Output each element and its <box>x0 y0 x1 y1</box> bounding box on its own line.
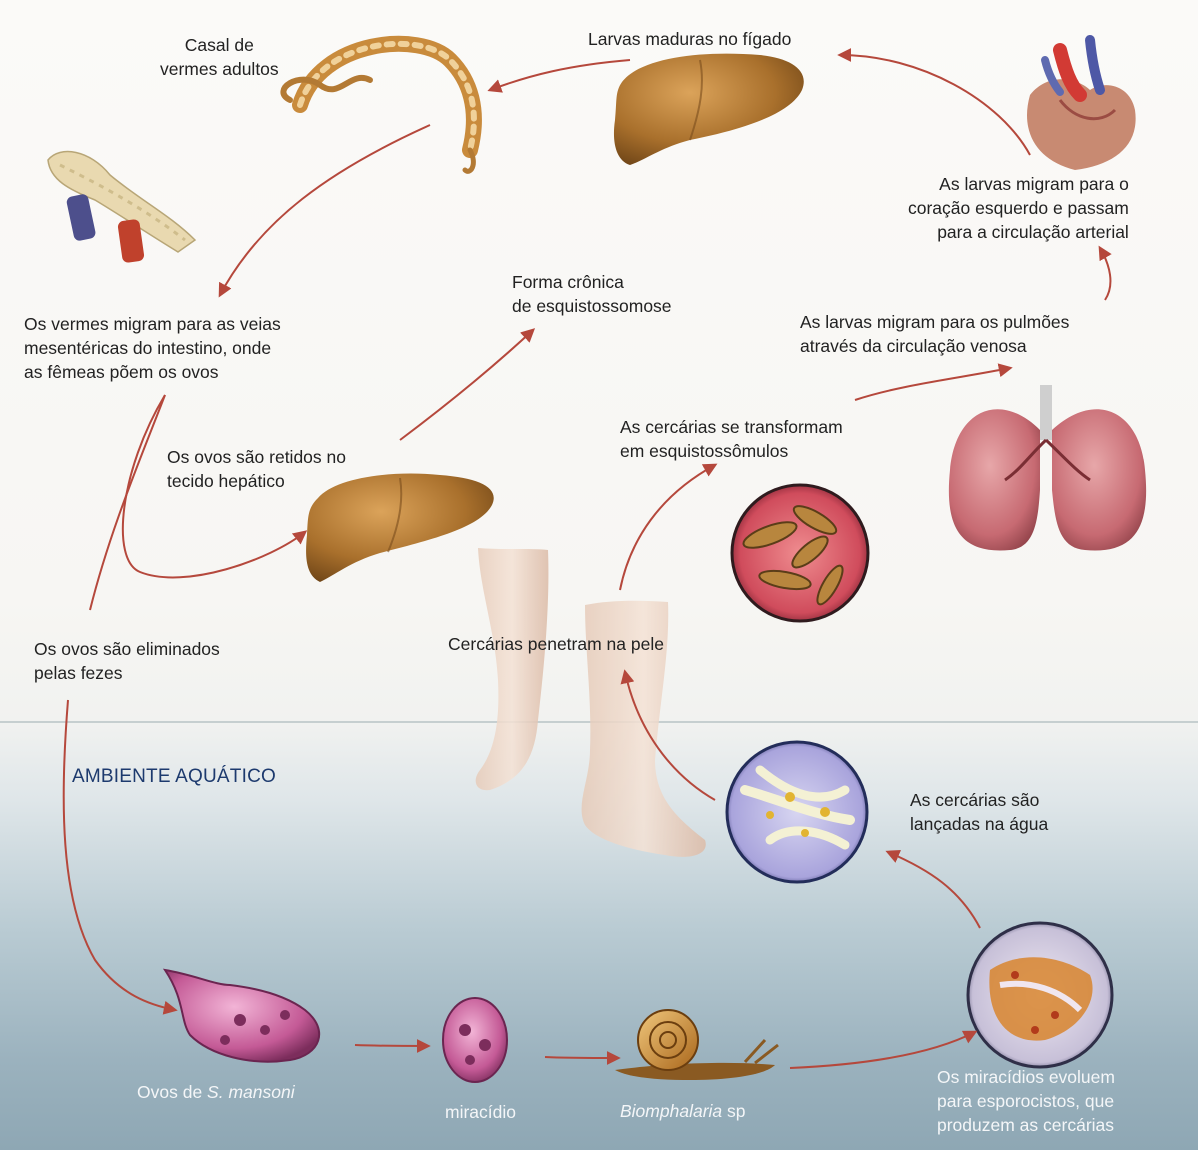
label-larvae-lungs-line1: As larvas migram para os pulmões <box>800 310 1069 334</box>
arrow-egg-to-miracidium <box>355 1045 428 1046</box>
label-larvae-lungs: As larvas migram para os pulmões através… <box>800 310 1069 358</box>
arrow-sporocyst-to-cercariae <box>888 852 980 928</box>
arrow-heart-to-liver <box>840 55 1030 155</box>
label-worms-migrate-line3: as fêmeas põem os ovos <box>24 360 281 384</box>
label-cercariae-transform-line1: As cercárias se transformam <box>620 415 843 439</box>
label-cercariae-transform-line2: em esquistossômulos <box>620 439 843 463</box>
arrow-worms-to-veins <box>220 125 430 295</box>
arrow-snail-to-sporocyst <box>790 1032 975 1068</box>
label-eggs-retained-line1: Os ovos são retidos no <box>167 445 346 469</box>
intestine-vessels-illustration <box>48 152 195 264</box>
label-eggs-species-name: S. mansoni <box>207 1082 295 1102</box>
sporocyst-micrograph <box>968 923 1112 1067</box>
liver-illustration-top <box>614 54 804 165</box>
label-adult-worms: Casal de vermes adultos <box>160 33 279 81</box>
label-chronic-form: Forma crônica de esquistossomose <box>512 270 672 318</box>
label-eggs-eliminated-line2: pelas fezes <box>34 661 220 685</box>
label-worms-migrate-line1: Os vermes migram para as veias <box>24 312 281 336</box>
label-aquatic-environment: AMBIENTE AQUÁTICO <box>72 766 276 788</box>
label-larvae-heart-line3: para a circulação arterial <box>908 220 1129 244</box>
label-eggs-retained: Os ovos são retidos no tecido hepático <box>167 445 346 493</box>
schistosomula-micrograph <box>732 485 868 621</box>
arrow-eggs-to-chronic <box>400 330 533 440</box>
label-larvae-heart-line1: As larvas migram para o <box>908 172 1129 196</box>
label-snail-genus: Biomphalaria <box>620 1101 722 1121</box>
label-eggs-retained-line2: tecido hepático <box>167 469 346 493</box>
legs-illustration <box>476 548 706 857</box>
arrow-lungs-to-heart <box>1100 248 1110 300</box>
label-cercariae-released-line1: As cercárias são <box>910 788 1048 812</box>
label-cercariae-released-line2: lançadas na água <box>910 812 1048 836</box>
arrow-schistosomula-to-lungs <box>855 368 1010 400</box>
label-cercariae-penetrate: Cercárias penetram na pele <box>448 632 664 656</box>
label-sporocysts-line3: produzem as cercárias <box>937 1113 1115 1137</box>
label-chronic-form-line1: Forma crônica <box>512 270 672 294</box>
label-chronic-form-line2: de esquistossomose <box>512 294 672 318</box>
label-larvae-heart: As larvas migram para o coração esquerdo… <box>908 172 1129 244</box>
label-worms-migrate: Os vermes migram para as veias mesentéri… <box>24 312 281 384</box>
arrow-liver-to-worms <box>490 60 630 90</box>
label-eggs-species: Ovos de S. mansoni <box>137 1080 295 1104</box>
label-eggs-species-prefix: Ovos de <box>137 1082 207 1102</box>
label-worms-migrate-line2: mesentéricas do intestino, onde <box>24 336 281 360</box>
label-sporocysts: Os miracídios evoluem para esporocistos,… <box>937 1065 1115 1137</box>
label-adult-worms-line2: vermes adultos <box>160 57 279 81</box>
label-eggs-eliminated-line1: Os ovos são eliminados <box>34 637 220 661</box>
arrow-skin-to-schistosomula <box>620 465 715 590</box>
label-sporocysts-line2: para esporocistos, que <box>937 1089 1115 1113</box>
label-eggs-eliminated: Os ovos são eliminados pelas fezes <box>34 637 220 685</box>
label-snail-suffix: sp <box>722 1101 745 1121</box>
label-snail: Biomphalaria sp <box>620 1099 746 1123</box>
label-mature-larvae-liver: Larvas maduras no fígado <box>588 27 791 51</box>
cercariae-micrograph <box>727 742 867 882</box>
miracidium-illustration <box>443 998 507 1082</box>
label-sporocysts-line1: Os miracídios evoluem <box>937 1065 1115 1089</box>
line-veins-down <box>90 395 165 610</box>
label-cercariae-released: As cercárias são lançadas na água <box>910 788 1048 836</box>
egg-illustration <box>165 970 319 1062</box>
label-larvae-lungs-line2: através da circulação venosa <box>800 334 1069 358</box>
arrow-feces-to-egg <box>64 700 175 1010</box>
label-larvae-heart-line2: coração esquerdo e passam <box>908 196 1129 220</box>
lungs-illustration <box>949 385 1146 550</box>
heart-illustration <box>1027 40 1136 170</box>
adult-worms-illustration <box>283 44 474 171</box>
label-adult-worms-line1: Casal de <box>160 33 279 57</box>
arrow-miracidium-to-snail <box>545 1057 618 1058</box>
label-cercariae-transform: As cercárias se transformam em esquistos… <box>620 415 843 463</box>
snail-illustration <box>615 1010 778 1080</box>
label-miracidium: miracídio <box>445 1100 516 1124</box>
